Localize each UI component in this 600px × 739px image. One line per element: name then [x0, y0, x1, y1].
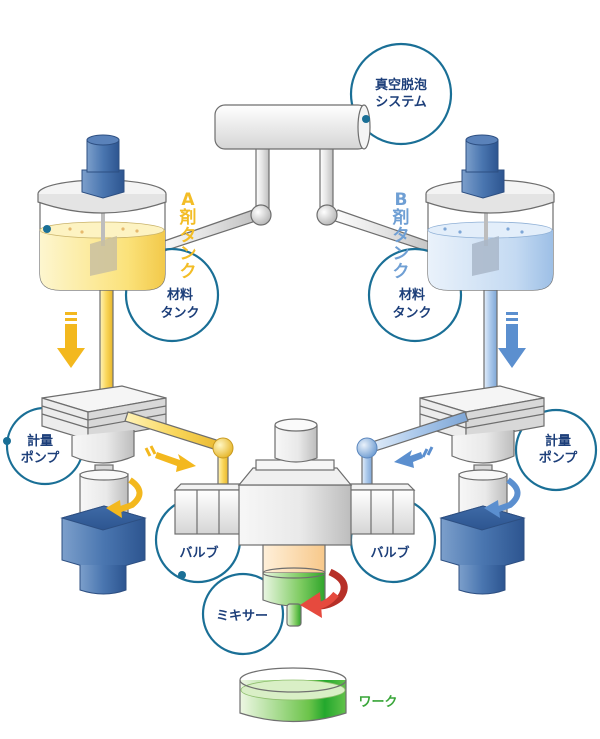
- vacuum-joint-right: [316, 204, 338, 226]
- metering-pump-left-dot: [3, 437, 11, 445]
- material-tank-left-label-line1: 材料: [167, 287, 193, 303]
- metering-pump-right-callout: [514, 408, 598, 492]
- material-tank-left-callout: [124, 247, 220, 343]
- valve-joint-a: [212, 437, 234, 459]
- material-tank-left-label-line2: タンク: [160, 306, 199, 321]
- material-tank-a: 材料 タンク: [37, 134, 220, 396]
- tank-b-char: ン: [393, 244, 410, 264]
- mixer-head: [237, 418, 353, 546]
- valve-right-label: バルブ: [370, 545, 409, 561]
- tank-b-char: タ: [393, 226, 410, 246]
- rotation-arrow-pump-a: [106, 477, 143, 518]
- material-tank-right-label-line1: 材料: [399, 287, 425, 303]
- mixer-callout: [201, 572, 285, 656]
- metering-pump-left-label-line1: 計量: [27, 433, 53, 449]
- work-label: ワーク: [358, 695, 397, 710]
- metering-pump-b: 計量 ポンプ: [419, 385, 598, 595]
- valve-block-right: バルブ: [349, 483, 437, 584]
- material-tank-right-label-line2: タンク: [392, 306, 431, 321]
- valve-left-label: バルブ: [179, 545, 218, 561]
- tank-a-char: 剤: [179, 207, 197, 228]
- tank-b-vertical-label: B 剤 タ ン ク: [392, 190, 410, 282]
- vacuum-system-callout-dot: [362, 115, 370, 123]
- valve-block-left: バルブ: [154, 483, 242, 584]
- tank-a-char: タ: [180, 226, 197, 246]
- tank-a-char: ン: [180, 244, 197, 264]
- metering-pump-left-label-line2: ポンプ: [21, 450, 61, 466]
- tank-b-char: B: [395, 190, 408, 210]
- vacuum-chamber: [214, 104, 369, 150]
- vacuum-system-label-line1: 真空脱泡: [375, 77, 427, 93]
- valve-joint-b: [356, 437, 378, 459]
- vacuum-degassing-system: 真空脱泡 システム: [149, 42, 453, 255]
- tank-b-char: ク: [393, 262, 410, 282]
- vacuum-joint-left: [250, 204, 272, 226]
- flow-arrow-down-b: [498, 312, 526, 368]
- vacuum-system-label-line2: システム: [375, 95, 427, 110]
- flow-arrow-to-valve-a: [144, 445, 196, 472]
- tank-b-char: 剤: [392, 207, 410, 228]
- mixer-label: ミキサー: [216, 609, 268, 624]
- tank-a-vertical-label: A 剤 タ ン ク: [179, 190, 197, 282]
- metering-pump-right-label-line2: ポンプ: [539, 450, 579, 466]
- rotation-arrow-mixer: [300, 568, 348, 618]
- tank-a-char: ク: [180, 262, 197, 282]
- tank-a-char: A: [181, 190, 195, 210]
- metering-pump-right-label-line1: 計量: [545, 433, 571, 449]
- flow-arrow-down-a: [57, 312, 85, 368]
- workpiece: ワーク: [239, 667, 398, 723]
- metering-pump-a: 計量 ポンプ: [3, 385, 167, 595]
- material-tank-b: 材料 タンク: [367, 134, 555, 396]
- rotation-arrow-pump-b: [484, 477, 521, 518]
- vacuum-system-callout: [349, 42, 453, 146]
- material-tank-left-dot: [43, 225, 51, 233]
- mixer: ミキサー: [201, 544, 326, 656]
- material-tank-right-callout: [367, 247, 463, 343]
- valve-left-dot: [178, 571, 186, 579]
- pipe-pump-a-to-valve: [124, 411, 227, 453]
- flow-arrow-to-valve-b: [394, 446, 434, 468]
